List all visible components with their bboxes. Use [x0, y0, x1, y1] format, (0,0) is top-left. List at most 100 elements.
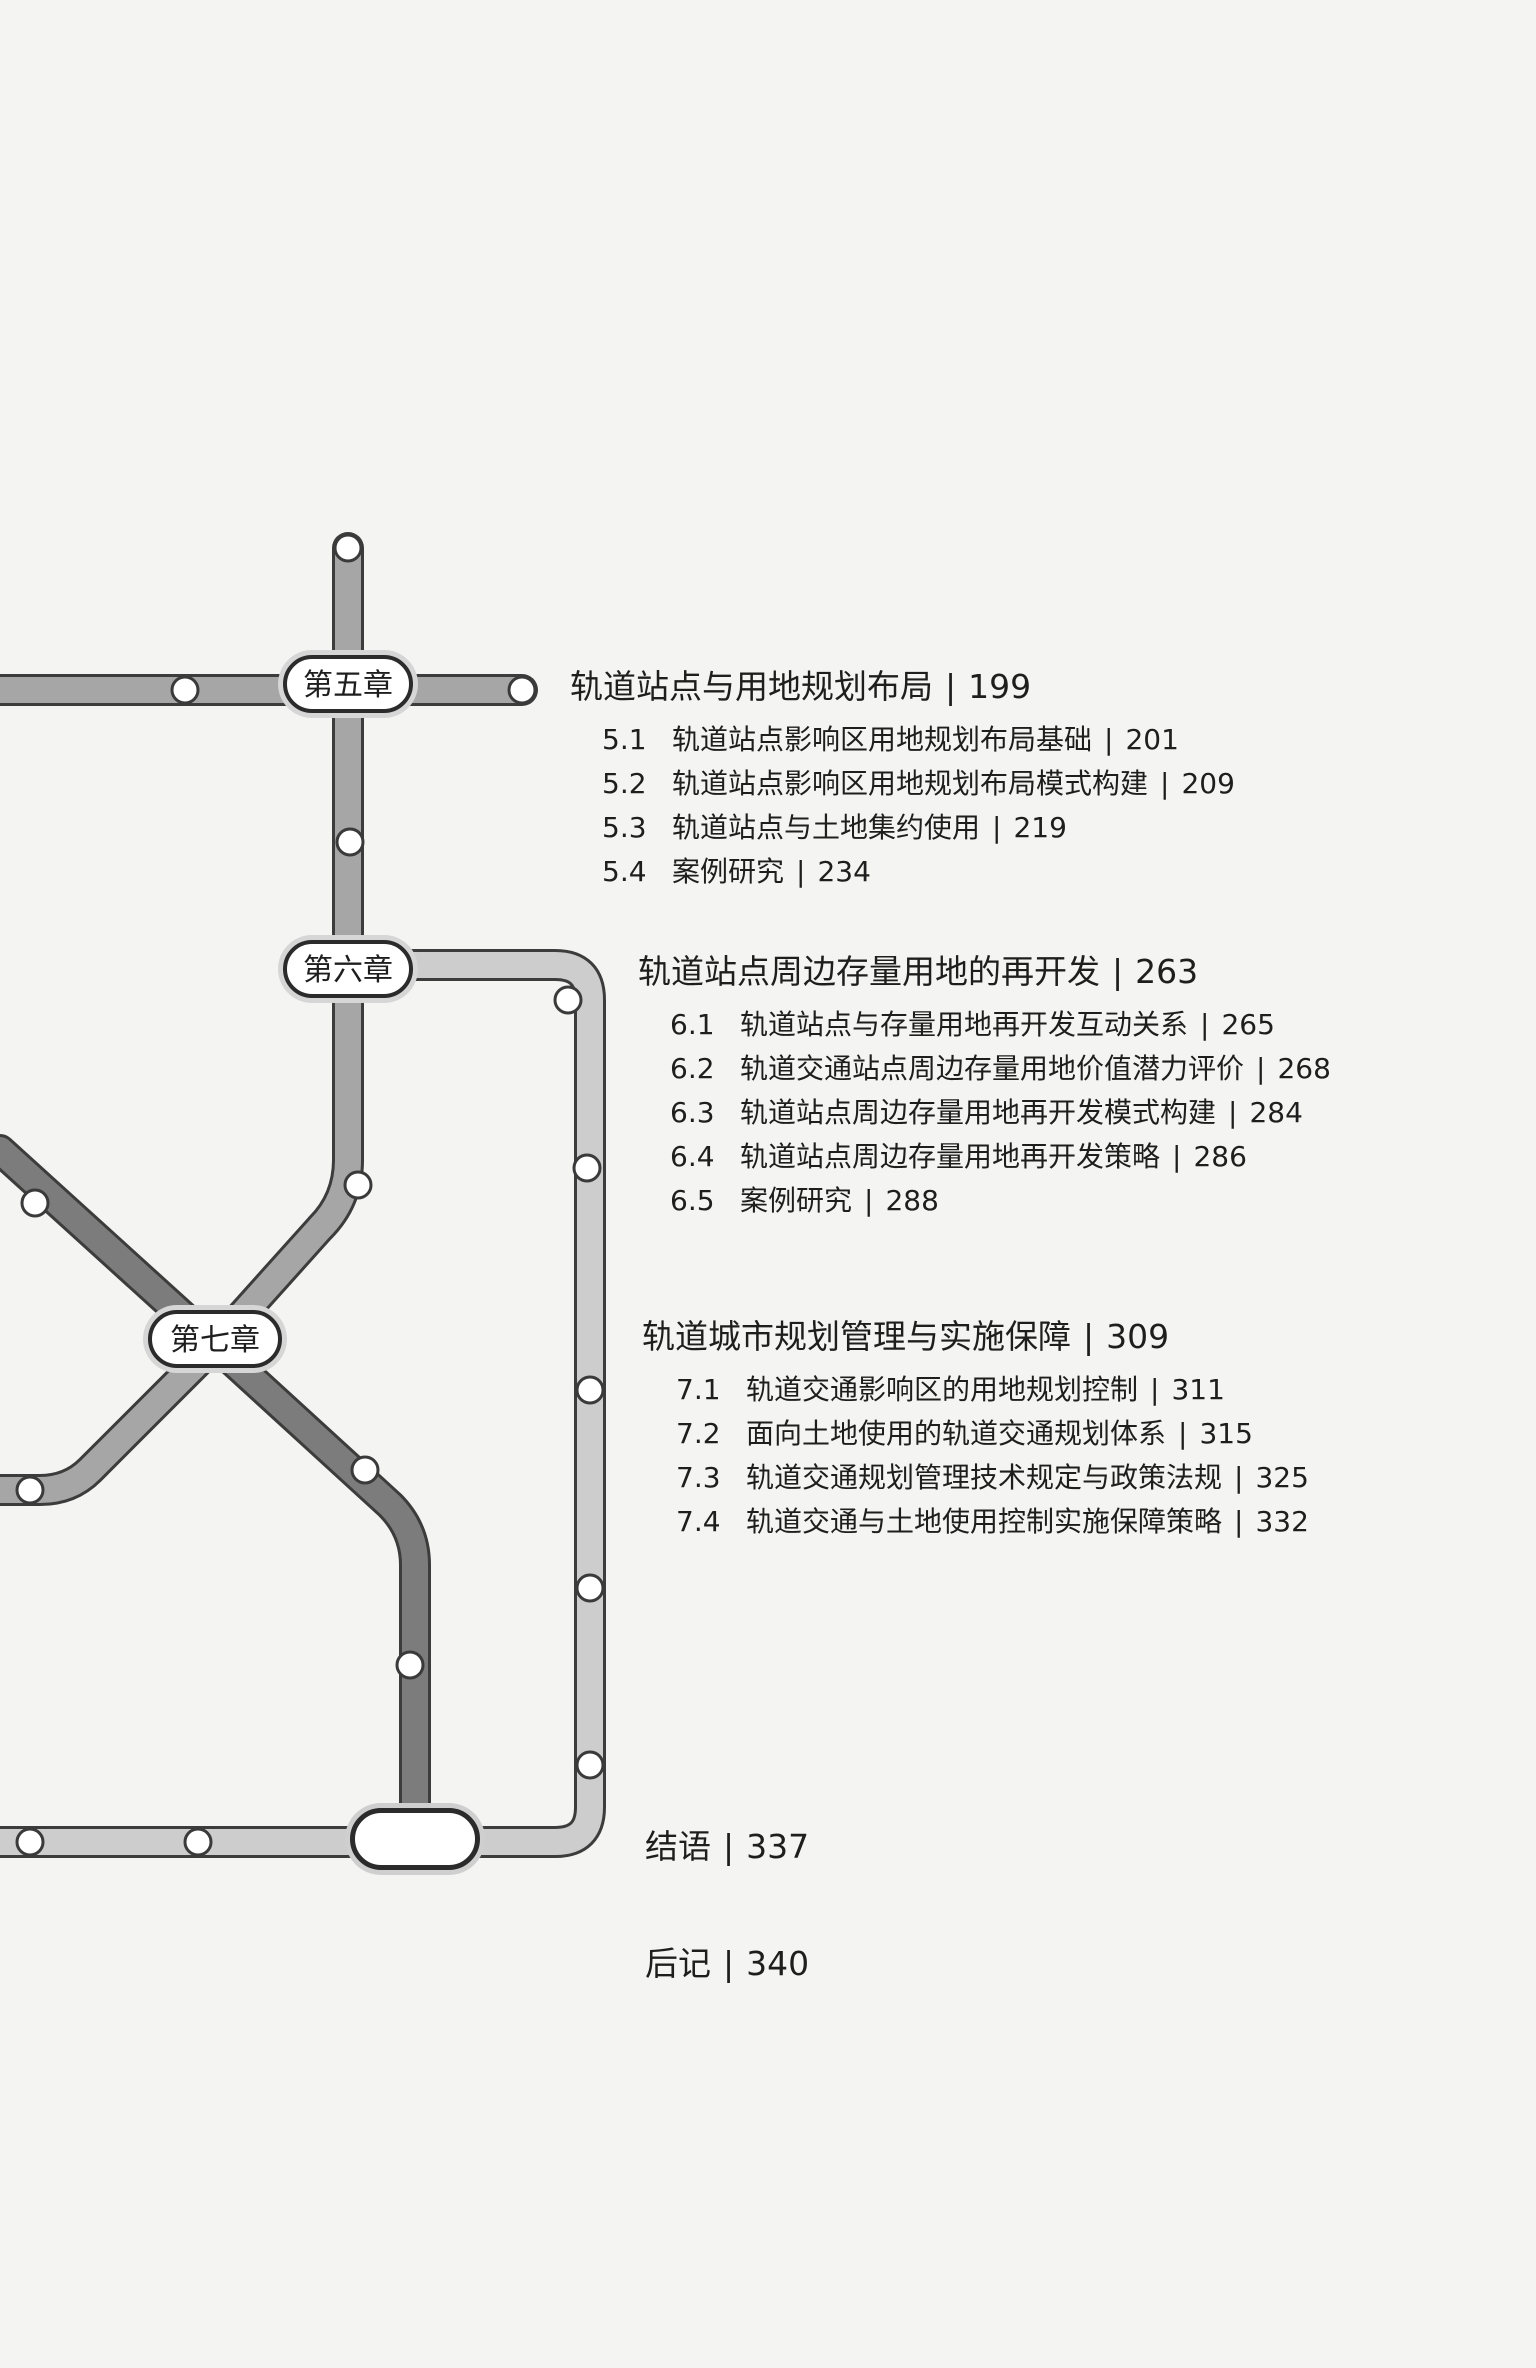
separator: | [1172, 1140, 1182, 1173]
section-title: 轨道交通影响区的用地规划控制 [746, 1373, 1139, 1406]
chapter-title[interactable]: 轨道城市规划管理与实施保障|309 [642, 1310, 1309, 1358]
page-number: 286 [1193, 1140, 1247, 1173]
chapter-7-badge: 第七章 [148, 1310, 282, 1368]
separator: | [1234, 1461, 1244, 1494]
station-dot [15, 1827, 45, 1857]
separator: | [796, 855, 806, 888]
page-number: 209 [1181, 767, 1235, 800]
section-number: 7.4 [676, 1505, 721, 1538]
station-dot [575, 1375, 605, 1405]
station-dot [350, 1455, 380, 1485]
separator: | [1228, 1096, 1238, 1129]
line-dark [0, 1134, 431, 1854]
section-number: 6.3 [670, 1096, 715, 1129]
page-number: 340 [746, 1944, 810, 1983]
terminal-station [350, 1808, 480, 1870]
separator: | [723, 1827, 735, 1866]
separator: | [945, 667, 957, 706]
station-dot [333, 533, 363, 563]
toc-entry[interactable]: 7.4 轨道交通与土地使用控制实施保障策略 | 332 [676, 1500, 1309, 1544]
toc-entry[interactable]: 6.4 轨道站点周边存量用地再开发策略 | 286 [670, 1135, 1331, 1179]
section-title: 轨道交通规划管理技术规定与政策法规 [746, 1461, 1223, 1494]
station-dot [20, 1188, 50, 1218]
section-title: 案例研究 [740, 1184, 853, 1217]
stations [15, 533, 605, 1857]
toc-entry[interactable]: 6.2 轨道交通站点周边存量用地价值潜力评价 | 268 [670, 1047, 1331, 1091]
section-number: 7.2 [676, 1417, 721, 1450]
page-number: 263 [1135, 952, 1199, 991]
toc-afterword[interactable]: 后记|340 [645, 1937, 809, 1985]
section-title: 轨道站点与存量用地再开发互动关系 [740, 1008, 1189, 1041]
section-number: 5.2 [602, 767, 647, 800]
chapter-name: 轨道站点与用地规划布局 [570, 667, 933, 706]
station-dot [572, 1153, 602, 1183]
section-title: 轨道站点与土地集约使用 [672, 811, 981, 844]
station-dot [575, 1750, 605, 1780]
chapter-title[interactable]: 轨道站点与用地规划布局 | 199 [570, 660, 1235, 708]
page-number: 337 [746, 1827, 810, 1866]
toc-entry[interactable]: 5.4 案例研究 | 234 [602, 850, 1235, 894]
section-title: 轨道站点周边存量用地再开发模式构建 [740, 1096, 1217, 1129]
page-number: 288 [885, 1184, 939, 1217]
page-number: 284 [1249, 1096, 1303, 1129]
page-number: 325 [1255, 1461, 1309, 1494]
station-dot [553, 985, 583, 1015]
toc-closing[interactable]: 结语 | 337 [645, 1820, 809, 1868]
section-number: 5.3 [602, 811, 647, 844]
station-dot [170, 675, 200, 705]
section-title: 轨道交通站点周边存量用地价值潜力评价 [740, 1052, 1245, 1085]
separator: | [1083, 1317, 1095, 1356]
page-number: 332 [1255, 1505, 1309, 1538]
station-dot [395, 1650, 425, 1680]
section-title: 轨道站点周边存量用地再开发策略 [740, 1140, 1161, 1173]
page-number: 219 [1013, 811, 1067, 844]
section-title: 轨道站点影响区用地规划布局模式构建 [672, 767, 1149, 800]
section-title: 案例研究 [672, 855, 785, 888]
section-number: 6.5 [670, 1184, 715, 1217]
station-dot [575, 1573, 605, 1603]
section-number: 7.3 [676, 1461, 721, 1494]
toc-entry[interactable]: 6.5 案例研究 | 288 [670, 1179, 1331, 1223]
closing-title: 结语 [645, 1827, 711, 1866]
chapter-name: 轨道站点周边存量用地的再开发 [638, 952, 1100, 991]
station-dot [183, 1827, 213, 1857]
page-number: 201 [1125, 723, 1179, 756]
page-number: 234 [817, 855, 871, 888]
page-number: 315 [1199, 1417, 1253, 1450]
section-title: 轨道站点影响区用地规划布局基础 [672, 723, 1093, 756]
chapter-6-badge: 第六章 [283, 940, 413, 998]
toc-entry[interactable]: 6.3 轨道站点周边存量用地再开发模式构建 | 284 [670, 1091, 1331, 1135]
line-mid-vertical [199, 532, 364, 1361]
separator: | [992, 811, 1002, 844]
chapter-name: 轨道城市规划管理与实施保障 [642, 1317, 1071, 1356]
section-title: 轨道交通与土地使用控制实施保障策略 [746, 1505, 1223, 1538]
section-number: 7.1 [676, 1373, 721, 1406]
toc-entry[interactable]: 7.3 轨道交通规划管理技术规定与政策法规 | 325 [676, 1456, 1309, 1500]
afterword-title: 后记 [645, 1944, 711, 1983]
separator: | [864, 1184, 874, 1217]
station-dot [507, 675, 537, 705]
separator: | [1256, 1052, 1266, 1085]
station-dot [15, 1475, 45, 1505]
section-title: 面向土地使用的轨道交通规划体系 [746, 1417, 1167, 1450]
page-number: 199 [968, 667, 1032, 706]
page-number: 265 [1221, 1008, 1275, 1041]
page-number: 268 [1277, 1052, 1331, 1085]
separator: | [1200, 1008, 1210, 1041]
separator: | [1234, 1505, 1244, 1538]
section-number: 5.1 [602, 723, 647, 756]
section-number: 5.4 [602, 855, 647, 888]
chapter-title[interactable]: 轨道站点周边存量用地的再开发|263 [638, 945, 1331, 993]
section-number: 6.2 [670, 1052, 715, 1085]
section-number: 6.4 [670, 1140, 715, 1173]
toc-entry[interactable]: 5.3 轨道站点与土地集约使用 | 219 [602, 806, 1235, 850]
chapter-5-badge: 第五章 [283, 655, 413, 713]
